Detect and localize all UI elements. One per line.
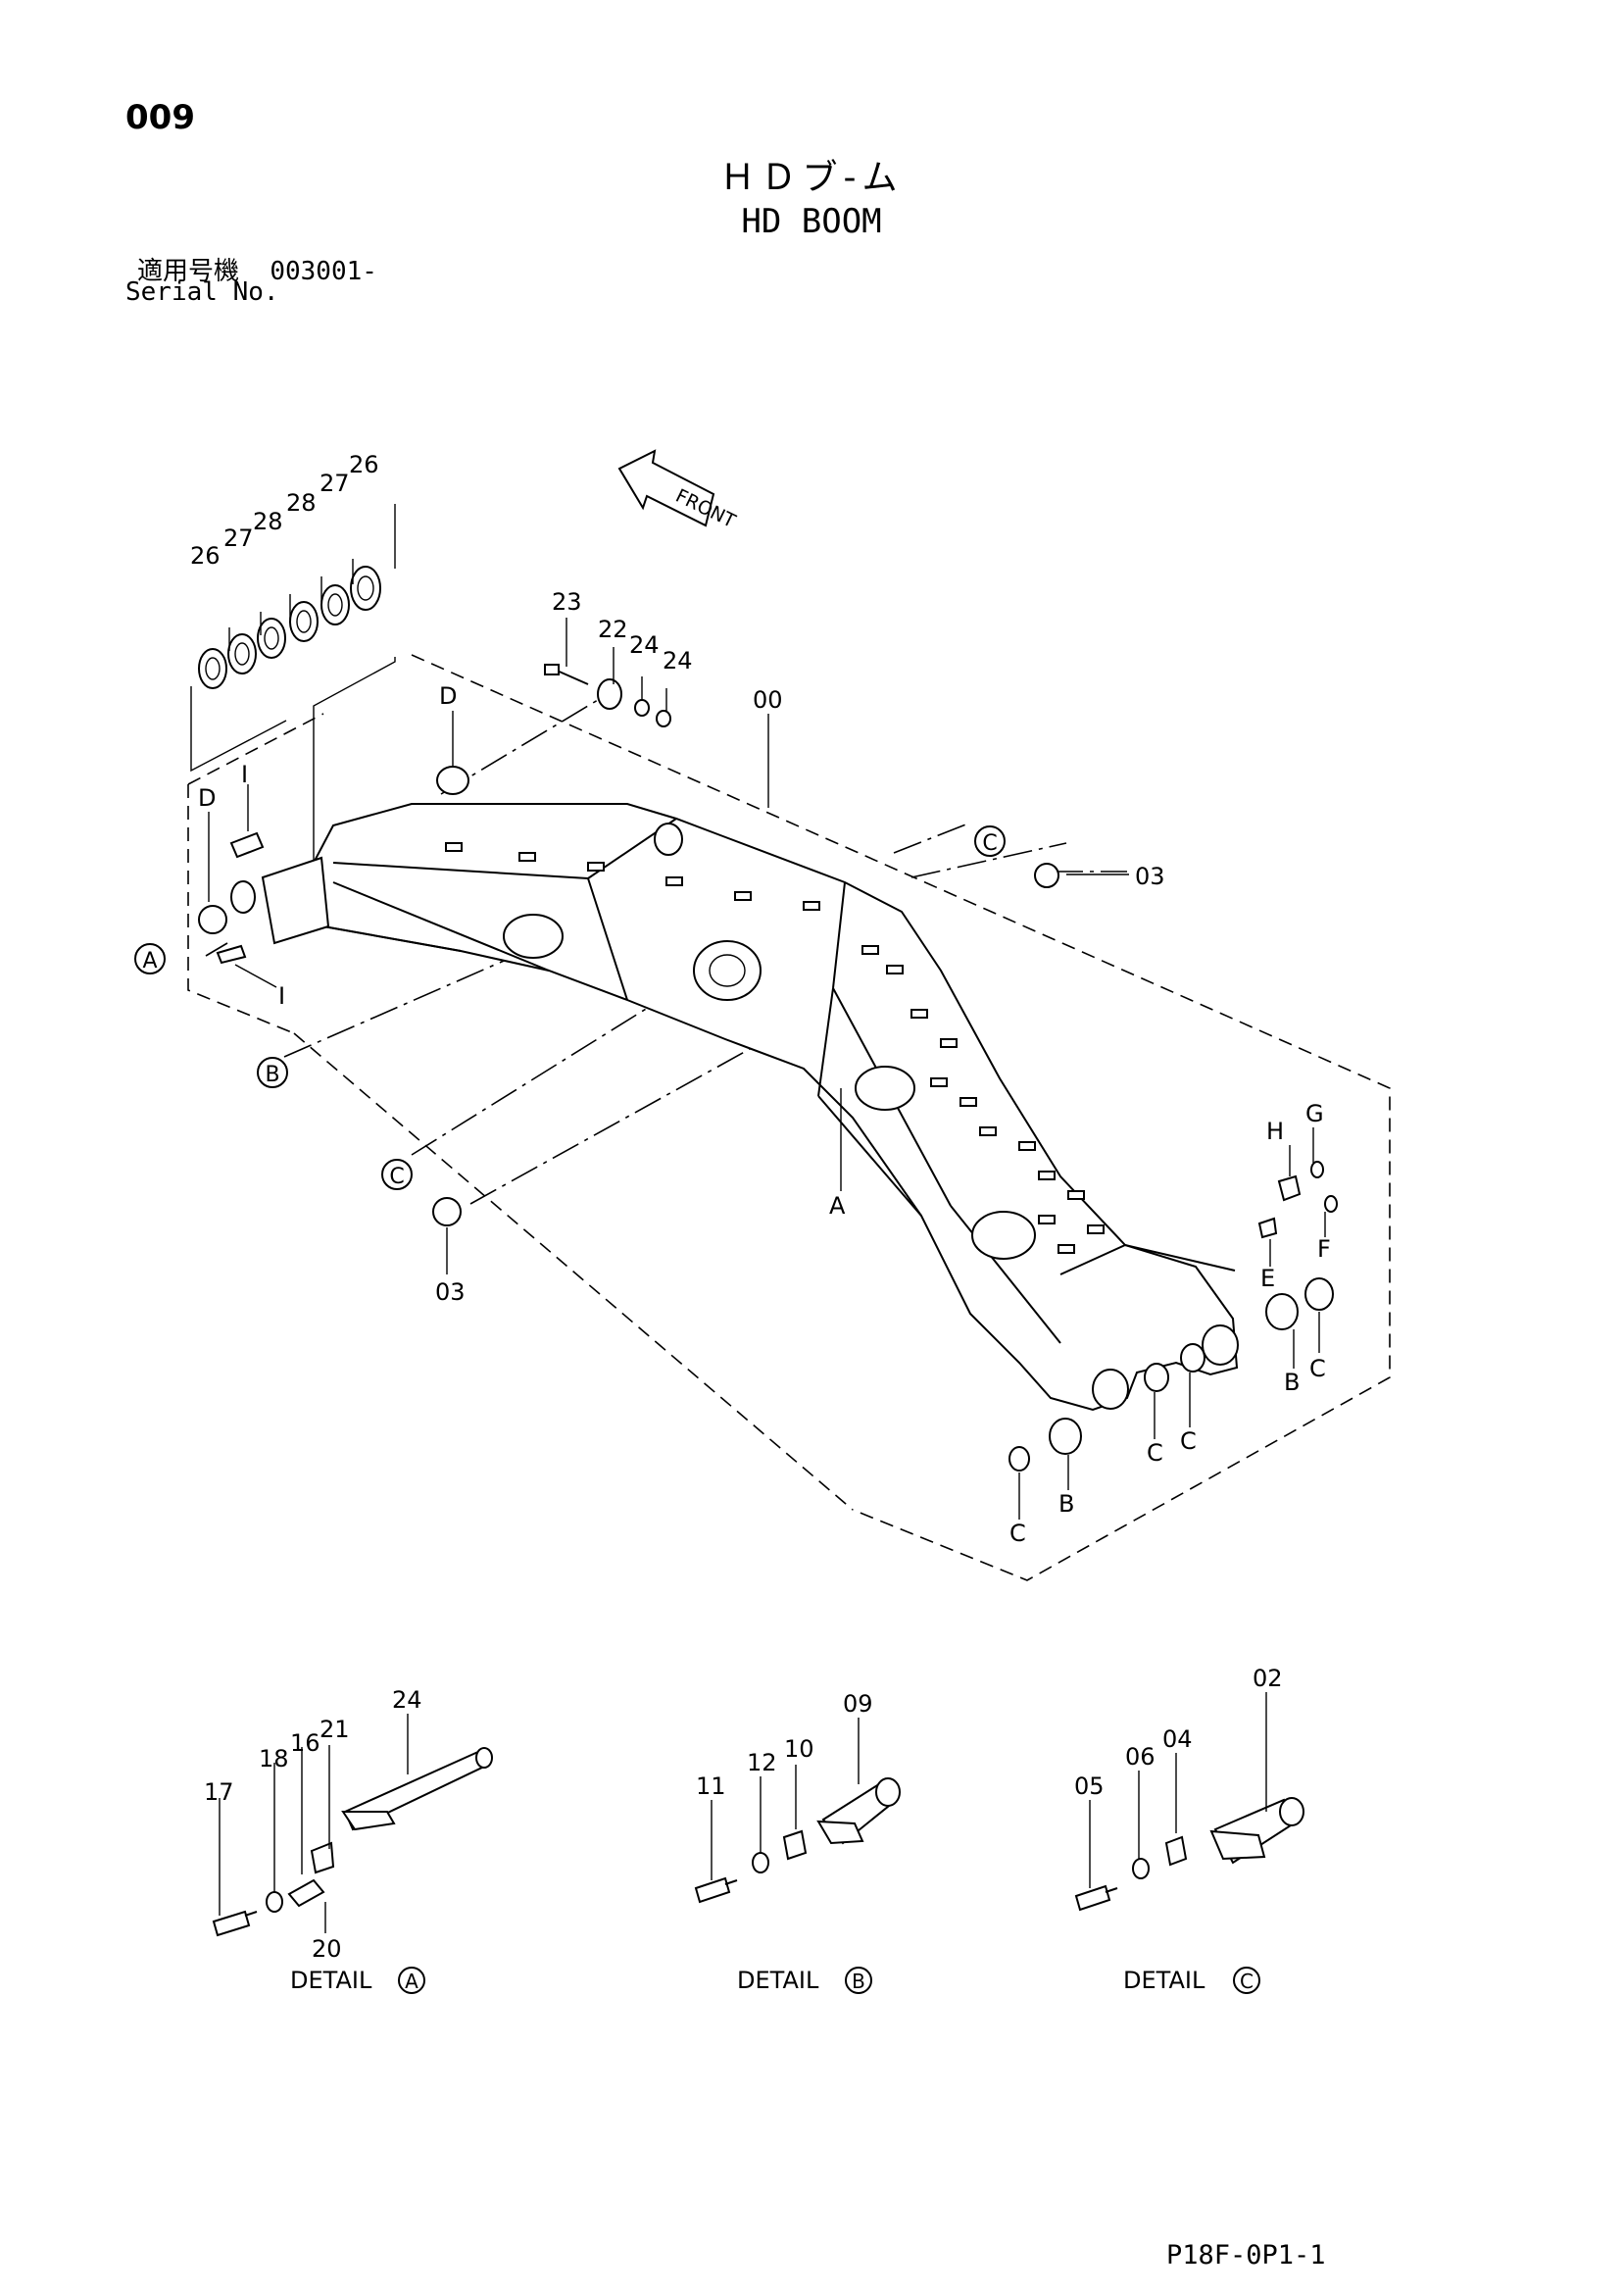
detail-c-label: DETAIL	[1123, 1967, 1205, 1994]
reference-balloon-b: B	[257, 1057, 288, 1088]
callout-i-top: I	[241, 761, 248, 788]
pin-i-parts	[216, 831, 265, 965]
detail-a-callout-18: 18	[259, 1745, 289, 1772]
svg-text:B: B	[265, 1063, 279, 1087]
detail-a-callout-20: 20	[312, 1935, 342, 1963]
callout-00: 00	[753, 686, 783, 714]
detail-c-callout-06: 06	[1125, 1743, 1156, 1771]
callout-c-mid-1: C	[1147, 1439, 1163, 1467]
reference-balloon-a: A	[134, 943, 166, 974]
callout-24-a: 24	[629, 631, 660, 659]
washer-03-bottom	[432, 1197, 462, 1226]
bushing-d-left	[198, 905, 227, 934]
serial-line-japanese: 適用号機 003001-	[137, 251, 377, 287]
detail-b: 09 10 12 11 DETAIL B	[694, 1690, 901, 1994]
boom-plate-details	[445, 842, 1105, 1254]
svg-text:C: C	[982, 831, 997, 856]
callout-c-lower: C	[1009, 1520, 1026, 1547]
serial-label-english: Serial No.	[125, 277, 279, 307]
reference-balloon-c-top: C	[974, 825, 1006, 857]
detail-b-callout-11: 11	[696, 1772, 726, 1800]
drawing-code: P18F-0P1-1	[1166, 2240, 1326, 2271]
detail-a-callout-21: 21	[320, 1716, 350, 1743]
svg-text:A: A	[142, 949, 157, 973]
detail-b-label: DETAIL	[737, 1967, 819, 1994]
detail-b-ref: B	[852, 1970, 865, 1993]
detail-a: 24 21 16 18 17 20 DETAIL A	[204, 1686, 493, 1994]
detail-c-callout-02: 02	[1253, 1665, 1283, 1692]
callout-h: H	[1266, 1118, 1284, 1145]
callout-23: 23	[552, 588, 582, 616]
callout-22: 22	[598, 616, 628, 643]
reference-balloon-c-left: C	[381, 1159, 413, 1190]
detail-a-callout-24: 24	[392, 1686, 422, 1714]
callout-27-right: 27	[320, 470, 350, 497]
callout-leaders	[208, 618, 1326, 1520]
detail-a-ref: A	[405, 1970, 418, 1993]
detail-c-ref: C	[1240, 1970, 1254, 1993]
detail-c-callout-05: 05	[1074, 1772, 1105, 1800]
callout-a-boom: A	[829, 1192, 846, 1220]
detail-a-label: DETAIL	[290, 1967, 372, 1994]
callout-c-mid-2: C	[1180, 1427, 1197, 1455]
washer-stack	[190, 504, 396, 863]
callout-d-top: D	[439, 682, 457, 710]
callout-24-b: 24	[663, 647, 693, 674]
detail-a-callout-16: 16	[290, 1729, 320, 1757]
page-number: 009	[125, 98, 195, 137]
detail-a-callout-17: 17	[204, 1778, 234, 1806]
detail-b-callout-12: 12	[747, 1749, 777, 1776]
callout-26-left: 26	[190, 542, 221, 570]
boom-structure	[230, 803, 1239, 1412]
callout-28-right: 28	[286, 489, 317, 517]
callout-e: E	[1260, 1265, 1275, 1292]
callout-c-right: C	[1309, 1355, 1326, 1382]
washer-03-top	[1034, 863, 1059, 888]
detail-c: 02 04 06 05 DETAIL C	[1074, 1665, 1304, 1994]
callout-28-left: 28	[253, 508, 283, 535]
page-title-english: HD BOOM	[741, 202, 882, 241]
page-title-japanese: ＨＤブ-ム	[719, 158, 904, 198]
callout-i-bottom: I	[278, 982, 285, 1010]
callout-b-right: B	[1284, 1369, 1300, 1396]
detail-c-callout-04: 04	[1162, 1725, 1193, 1753]
callout-b-lower: B	[1058, 1490, 1074, 1518]
callout-f: F	[1317, 1235, 1331, 1263]
detail-b-callout-10: 10	[784, 1735, 814, 1763]
bracket-parts-right	[1257, 1161, 1338, 1239]
svg-text:C: C	[389, 1165, 404, 1189]
callout-d-left: D	[198, 784, 216, 812]
callout-26-right: 26	[349, 451, 379, 478]
pin-bolt-assembly	[544, 664, 671, 727]
phantom-outline	[187, 654, 1391, 1581]
bushings-right	[1008, 1277, 1334, 1472]
front-arrow-icon: FRONT	[617, 449, 739, 532]
serial-value: 003001-	[270, 257, 377, 286]
callout-g: G	[1305, 1100, 1324, 1127]
callout-03-top: 03	[1135, 863, 1165, 890]
callout-03-bottom: 03	[435, 1278, 466, 1306]
callout-27-left: 27	[223, 524, 254, 552]
serial-label-japanese: 適用号機	[137, 257, 240, 286]
detail-b-callout-09: 09	[843, 1690, 873, 1718]
bushing-d-top	[436, 766, 469, 795]
